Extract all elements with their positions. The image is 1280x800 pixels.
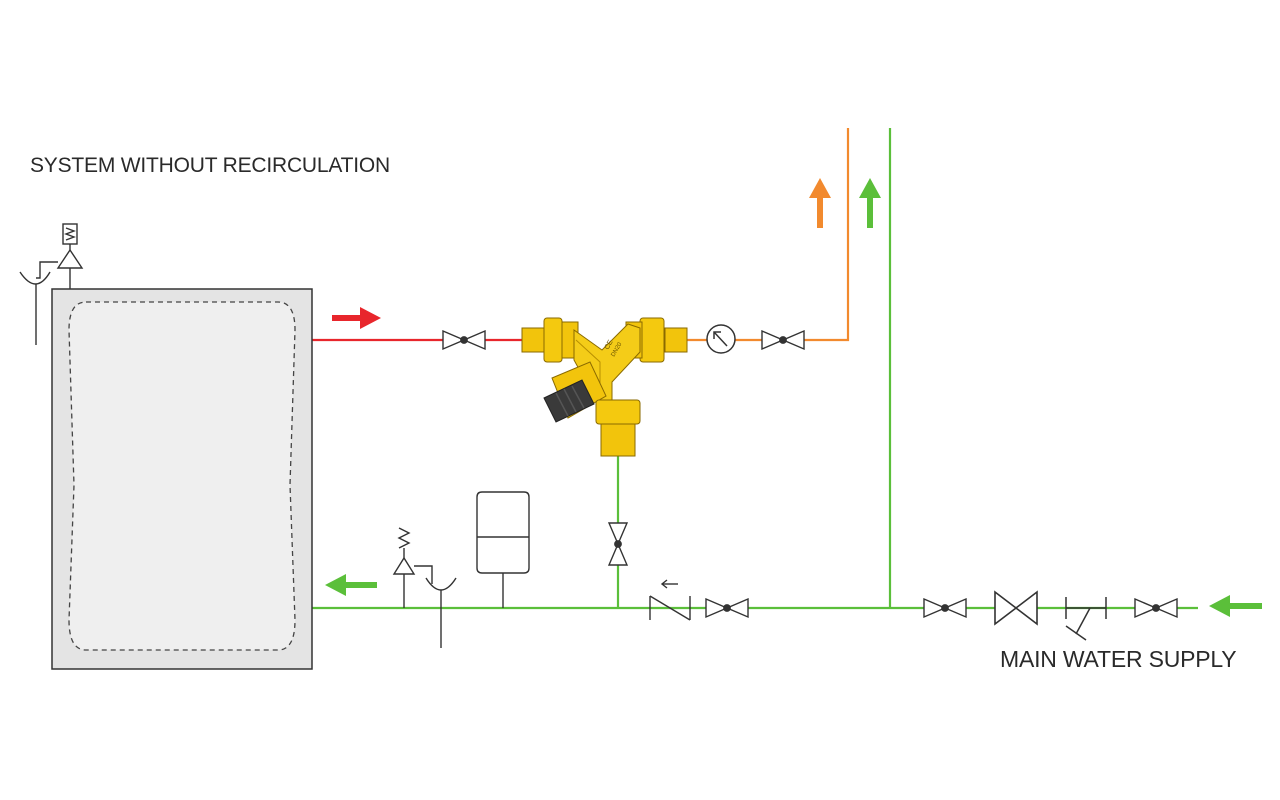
strainer-filter-icon [1065,597,1107,641]
storage-tank [51,288,313,670]
hot-flow-arrow-icon [332,307,381,329]
tank-inner-coil [68,301,296,651]
cold-up-flow-arrow-icon [859,178,881,228]
main-water-supply-label: MAIN WATER SUPPLY [1000,646,1237,672]
svg-text:CE: CE [604,339,615,351]
cold-bypass-shutoff-valve-icon [607,522,629,566]
pipes [312,128,1198,610]
diagram-title: SYSTEM WITHOUT RECIRCULATION [30,154,390,177]
tank-safety-valve-icon [36,223,84,289]
mixed-water-pipe [680,128,850,342]
cold-safety-valve-icon [392,527,433,608]
hot-shutoff-valve-icon [442,329,486,351]
cold-drain-funnel-icon [425,577,457,648]
inlet-shutoff-valve-icon [1134,597,1178,619]
thermostatic-mixing-valve-icon: CE DN20 [521,317,688,457]
cold-return-arrow-icon [325,574,377,596]
expansion-vessel-icon [476,491,530,608]
mixed-flow-arrow-icon [809,178,831,228]
check-valve-icon [649,579,691,621]
mixed-shutoff-valve-icon [761,329,805,351]
cold-shutoff-valve-icon [705,597,749,619]
pressure-reducer-icon [994,590,1038,626]
supply-shutoff-valve-icon [923,597,967,619]
tank-drain-funnel-icon [19,271,51,345]
inlet-flow-arrow-icon [1209,595,1262,617]
thermometer-gauge-icon [706,324,736,354]
